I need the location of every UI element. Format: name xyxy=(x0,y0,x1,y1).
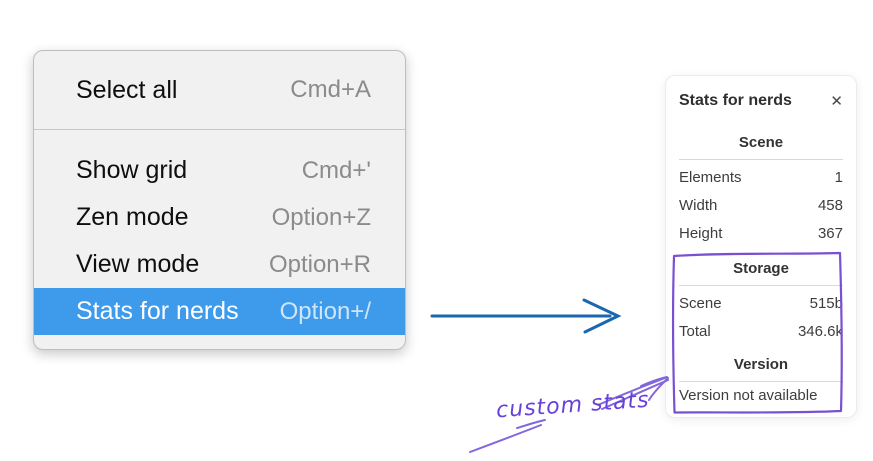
annotation-label: custom stats xyxy=(495,387,651,424)
stat-row-total-size: Total 346.6k xyxy=(679,318,843,346)
scene-rows: Elements 1 Width 458 Height 367 xyxy=(679,164,843,248)
menu-item-label: Zen mode xyxy=(76,203,189,231)
menu-item-view-mode[interactable]: View mode Option+R xyxy=(34,241,405,288)
section-divider xyxy=(679,285,843,286)
stat-label: Width xyxy=(679,197,718,214)
stat-row-scene-size: Scene 515b xyxy=(679,290,843,318)
menu-item-stats-for-nerds[interactable]: Stats for nerds Option+/ xyxy=(34,288,405,335)
section-heading-version: Version xyxy=(733,356,789,373)
menu-item-zen-mode[interactable]: Zen mode Option+Z xyxy=(34,194,405,241)
close-icon[interactable]: ✕ xyxy=(830,92,843,110)
section-divider xyxy=(679,159,843,160)
section-heading-storage: Storage xyxy=(733,260,789,277)
menu-separator xyxy=(34,129,405,130)
stat-row-elements: Elements 1 xyxy=(679,164,843,192)
stat-value: 346.6k xyxy=(797,323,843,340)
menu-item-shortcut: Option+/ xyxy=(279,297,371,325)
menu-item-label: Stats for nerds xyxy=(76,297,239,325)
menu-item-label: Select all xyxy=(76,75,178,104)
menu-item-shortcut: Cmd+' xyxy=(301,156,371,184)
version-note: Version not available xyxy=(679,387,818,404)
stat-label: Elements xyxy=(679,169,742,186)
stat-row-width: Width 458 xyxy=(679,192,843,220)
stat-label: Scene xyxy=(679,295,722,312)
pointer-arrow xyxy=(430,298,622,334)
stat-value: 458 xyxy=(817,197,843,214)
stat-row-height: Height 367 xyxy=(679,220,843,248)
stats-panel-header: Stats for nerds ✕ xyxy=(679,88,843,114)
stat-label: Height xyxy=(679,225,723,242)
stat-value: 515b xyxy=(809,295,843,312)
stat-label: Total xyxy=(679,323,711,340)
menu-item-shortcut: Option+Z xyxy=(271,203,371,231)
context-menu: Select all Cmd+A Show grid Cmd+' Zen mod… xyxy=(33,50,406,350)
menu-item-show-grid[interactable]: Show grid Cmd+' xyxy=(34,147,405,194)
section-heading-scene: Scene xyxy=(738,134,784,151)
stat-value: 1 xyxy=(834,169,843,186)
menu-item-shortcut: Cmd+A xyxy=(290,76,371,103)
stats-panel-title: Stats for nerds xyxy=(679,92,792,109)
menu-item-label: View mode xyxy=(76,250,200,278)
stats-panel: Stats for nerds ✕ Scene Elements 1 Width… xyxy=(665,75,857,418)
menu-item-label: Show grid xyxy=(76,156,188,184)
menu-item-select-all[interactable]: Select all Cmd+A xyxy=(34,51,405,129)
stat-value: 367 xyxy=(817,225,843,242)
menu-item-shortcut: Option+R xyxy=(268,250,371,278)
storage-rows: Scene 515b Total 346.6k xyxy=(679,290,843,346)
menu-group: Show grid Cmd+' Zen mode Option+Z View m… xyxy=(34,130,405,335)
